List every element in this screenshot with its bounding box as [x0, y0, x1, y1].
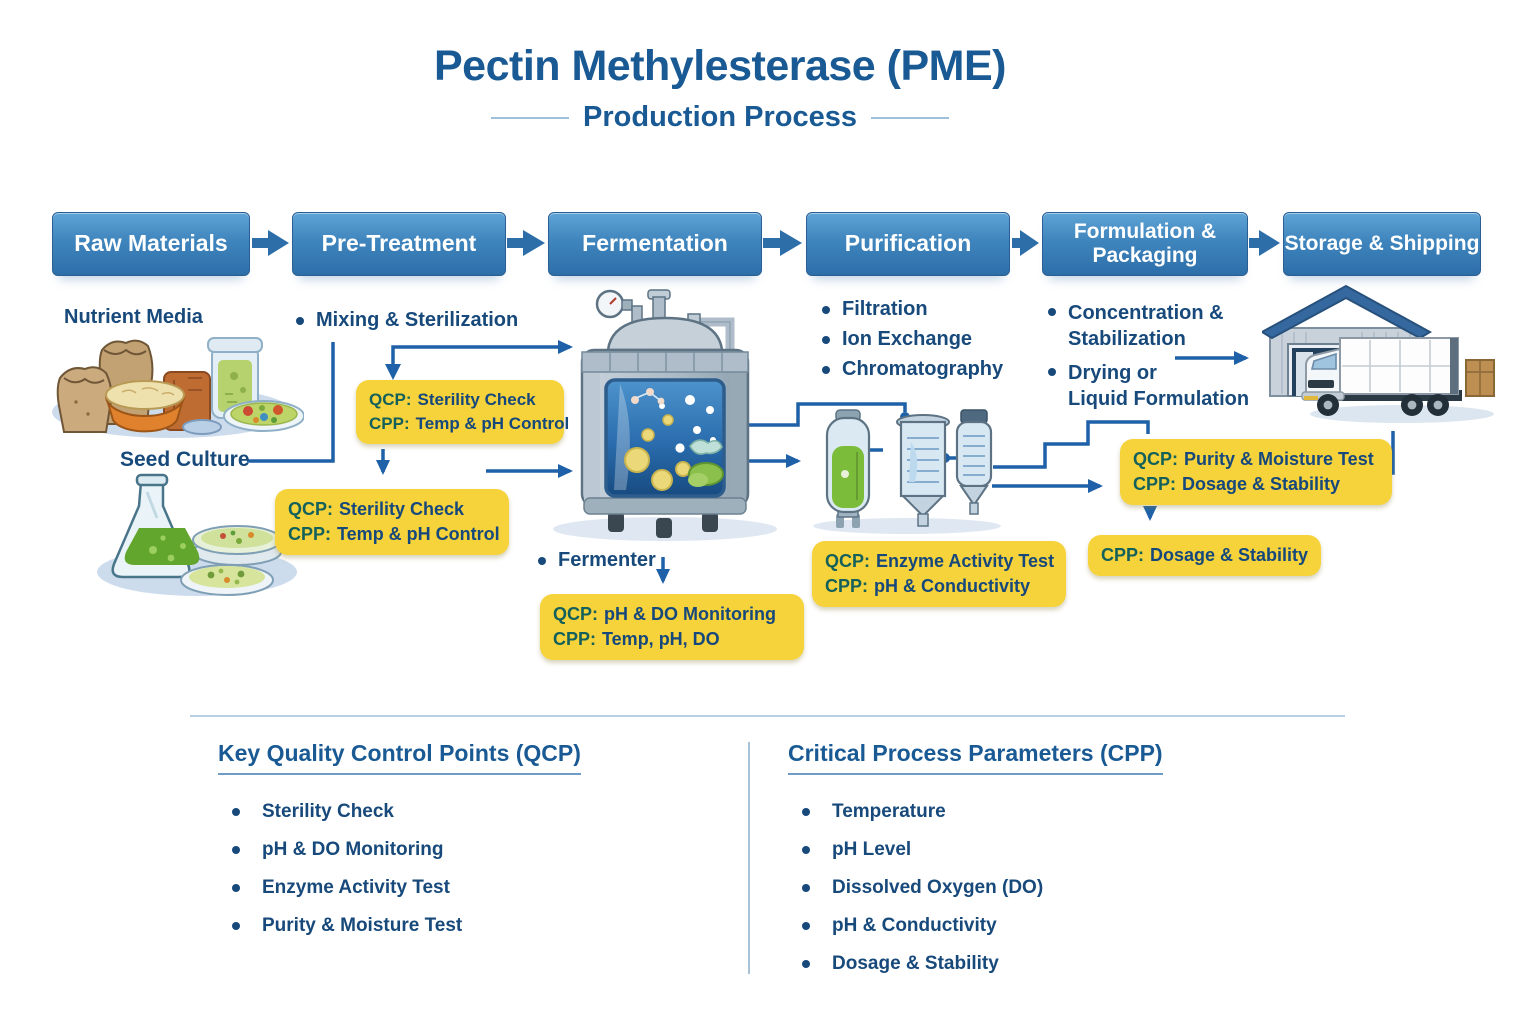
qcp-legend: Key Quality Control Points (QCP) Sterili…: [218, 740, 581, 945]
legend-vertical-divider: [748, 742, 750, 974]
nutrient-media-illustration: [52, 337, 304, 438]
list-item: Dissolved Oxygen (DO): [788, 869, 1163, 907]
stage-box-pre-treatment: Pre-Treatment: [292, 212, 506, 276]
stage-box-purification: Purification: [806, 212, 1010, 276]
list-item: pH & DO Monitoring: [218, 831, 581, 869]
list-item: pH & Conductivity: [788, 907, 1163, 945]
formulation-steps-list: Concentration & Stabilization Drying or …: [1048, 300, 1249, 412]
fermenter-illustration: [553, 289, 777, 541]
stage-box-raw-materials: Raw Materials: [52, 212, 250, 276]
subtitle-line-right: [870, 116, 949, 119]
cpp-legend: Critical Process Parameters (CPP) Temper…: [788, 740, 1163, 983]
stage-box-fermentation: Fermentation: [548, 212, 762, 276]
seed-culture-illustration: [97, 473, 297, 596]
list-item: Enzyme Activity Test: [218, 869, 581, 907]
list-item: Dosage & Stability: [788, 945, 1163, 983]
diagram-title-block: Pectin Methylesterase (PME) Production P…: [300, 42, 1140, 134]
qcp-box-formulation: QCP:Purity & Moisture Test CPP:Dosage & …: [1120, 439, 1392, 506]
seed-culture-label: Seed Culture: [120, 448, 250, 471]
list-item: Purity & Moisture Test: [218, 907, 581, 945]
nutrient-media-label: Nutrient Media: [64, 306, 203, 328]
list-item: Temperature: [788, 793, 1163, 831]
cpp-legend-title: Critical Process Parameters (CPP): [788, 740, 1163, 775]
stage-box-formulation-packaging: Formulation & Packaging: [1042, 212, 1248, 276]
chromatography-columns-illustration: [813, 409, 1001, 534]
bullet-dot: [538, 557, 546, 565]
qcp-box-fermenter: QCP:pH & DO Monitoring CPP:Temp, pH, DO: [540, 594, 804, 661]
mixing-sterilization-bullet: Mixing & Sterilization: [296, 309, 518, 332]
qcp-legend-title: Key Quality Control Points (QCP): [218, 740, 581, 775]
page-subtitle: Production Process: [583, 101, 857, 133]
cpp-box-storage: CPP:Dosage & Stability: [1088, 535, 1322, 577]
fermenter-bullet: Fermenter: [538, 549, 656, 572]
stage-box-storage-shipping: Storage & Shipping: [1283, 212, 1481, 276]
page-title: Pectin Methylesterase (PME): [434, 42, 1006, 90]
purification-steps-list: Filtration Ion Exchange Chromatography: [822, 298, 1003, 388]
subtitle-line-left: [491, 116, 570, 119]
list-item: Sterility Check: [218, 793, 581, 831]
list-item: pH Level: [788, 831, 1163, 869]
warehouse-truck-illustration: [1262, 284, 1495, 423]
qcp-box-pre-treatment: QCP:Sterility Check CPP:Temp & pH Contro…: [356, 380, 569, 444]
bullet-dot: [296, 317, 304, 325]
qcp-box-purification: QCP:Enzyme Activity Test CPP:pH & Conduc…: [812, 541, 1066, 608]
qcp-box-seed-culture: QCP:Sterility Check CPP:Temp & pH Contro…: [275, 489, 509, 556]
legend-top-divider: [190, 715, 1345, 717]
